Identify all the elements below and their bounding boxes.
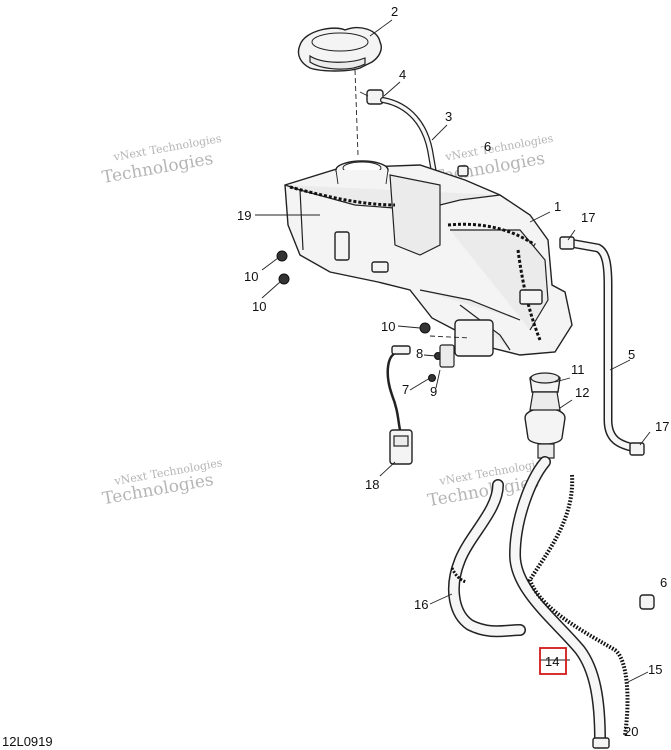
watermark-top-left: vNext Technologies Technologies — [100, 132, 222, 188]
fuel-valve-part-12 — [524, 391, 566, 459]
callout-3: 3 — [445, 109, 452, 124]
callout-14-highlight[interactable]: 14 — [539, 647, 567, 675]
callout-2: 2 — [391, 4, 398, 19]
callout-9: 9 — [430, 384, 437, 399]
sender-wire-part-18 — [386, 345, 413, 465]
clamp-part-17-bottom — [629, 442, 645, 456]
bolt-part-10-b — [278, 273, 290, 285]
diagram-id: 12L0919 — [2, 734, 53, 749]
callout-20: 20 — [624, 724, 638, 739]
callout-19: 19 — [237, 208, 251, 223]
callout-12: 12 — [575, 385, 589, 400]
callout-6-right: 6 — [660, 575, 667, 590]
vent-valve-part — [359, 89, 384, 105]
callout-16: 16 — [414, 597, 428, 612]
callout-11: 11 — [571, 362, 585, 377]
callout-5: 5 — [628, 347, 635, 362]
bolt-part-10-c — [419, 322, 431, 334]
callout-7: 7 — [402, 382, 409, 397]
clamp-part-17-top — [559, 236, 575, 250]
callout-14: 14 — [545, 654, 559, 669]
clamp-part-20 — [592, 737, 610, 749]
callout-18: 18 — [365, 477, 379, 492]
callout-1: 1 — [554, 199, 561, 214]
filler-cap-part — [297, 26, 382, 72]
bolt-part-10-a — [276, 250, 288, 262]
callout-17-top: 17 — [581, 210, 595, 225]
callout-17-bottom: 17 — [655, 419, 669, 434]
callout-15: 15 — [648, 662, 662, 677]
fuel-valve-part-11 — [529, 372, 561, 393]
callout-4: 4 — [399, 67, 406, 82]
clip-part-6-right — [639, 594, 655, 610]
watermark-mid-left: vNext Technologies Technologies — [101, 456, 224, 509]
fuel-pump-flange — [428, 319, 494, 382]
fuel-tank-part — [284, 160, 573, 356]
callout-10-a: 10 — [244, 269, 258, 284]
clip-part-6-top — [457, 165, 469, 177]
callout-6-top: 6 — [484, 139, 491, 154]
callout-8: 8 — [416, 346, 423, 361]
callout-10-b: 10 — [252, 299, 266, 314]
callout-10-c: 10 — [381, 319, 395, 334]
